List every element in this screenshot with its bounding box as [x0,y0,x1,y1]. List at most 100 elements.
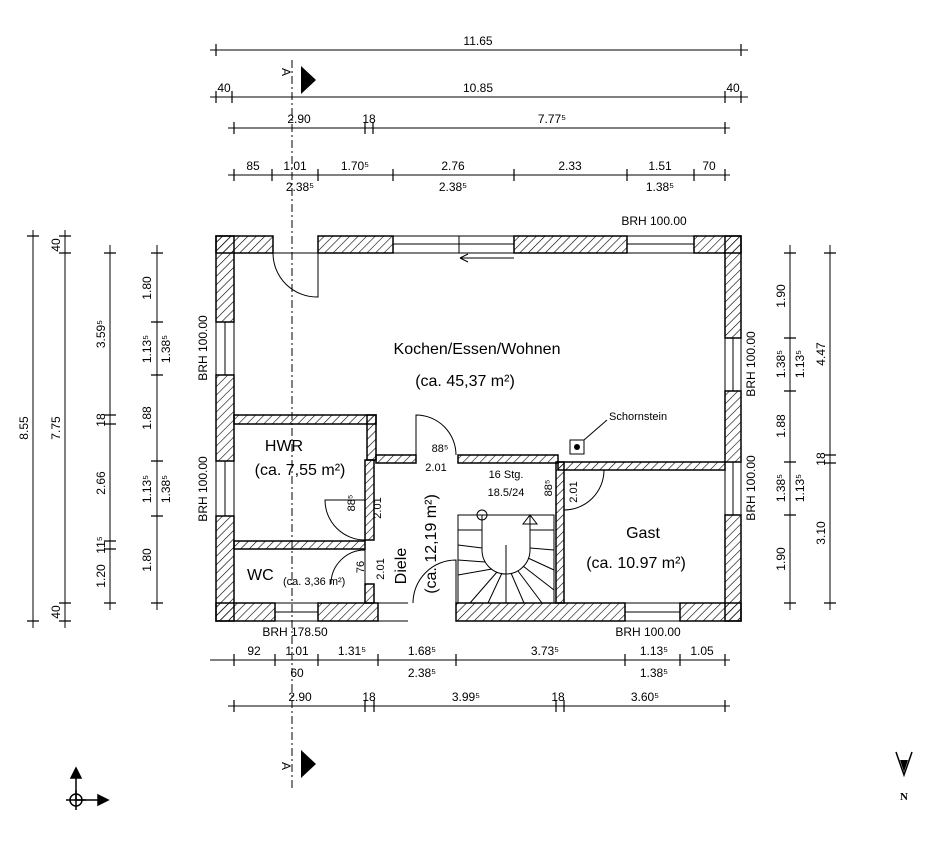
chimney-marker [569,419,608,455]
dim-left-overall: 8.55 [17,416,31,440]
brh-left-lower: BRH 100.00 [196,456,210,522]
dim-top-b: 2.76 [441,159,465,173]
dim-door: 2.01 [372,497,384,518]
dim-right-c: 4.47 [814,342,828,366]
room-hwr-name: HWR [265,438,303,455]
dim-right-a: 1.88 [774,414,788,438]
dim-bot-a: 1.31⁵ [338,644,366,658]
dim-right-a: 1.90 [774,547,788,571]
dim-left-wall-bottom: 40 [49,605,63,619]
dim-left-a: 18 [94,413,108,427]
dim-bot-a: 3.73⁵ [531,644,559,658]
dim-bot-c: 18 [551,690,565,704]
dim-left-a: 11⁵ [94,536,108,553]
dim-top-wall-left: 40 [217,81,231,95]
origin-axis-icon [66,766,110,810]
dim-door: 88⁵ [543,480,555,497]
dim-left-c: 1.38⁵ [159,475,173,503]
dim-top-b: 2.33 [558,159,582,173]
dimension-lines [27,44,836,712]
dim-bot-b: 60 [290,666,304,680]
dim-top-b: 1.70⁵ [341,159,369,173]
room-gast-name: Gast [626,525,660,542]
dim-top-b: 85 [246,159,260,173]
dim-left-b: 1.13⁵ [140,335,154,363]
dim-top-b: 1.01 [283,159,307,173]
north-label: N [900,791,908,803]
dim-top-a2: 18 [362,112,376,126]
dim-bot-a: 1.05 [690,644,714,658]
dim-bot-c: 2.90 [288,690,312,704]
dim-left-b: 1.80 [140,548,154,572]
dimension-labels: 11.65 10.85 40 40 2.90 18 7.77⁵ 85 1.01 … [17,34,828,704]
stair-steps: 16 Stg. [489,469,524,481]
room-hwr-area: (ca. 7,55 m²) [255,462,346,479]
dim-right-a: 1.38⁵ [774,474,788,502]
section-mark-top: A [279,68,293,76]
brh-top: BRH 100.00 [621,214,687,228]
room-diele-area: (ca. 12,19 m²) [423,494,440,594]
brh-left-upper: BRH 100.00 [196,315,210,381]
dim-left-b: 1.13⁵ [140,475,154,503]
door-swings [272,252,605,604]
dim-bot-b: 2.38⁵ [408,666,436,680]
dim-left-a: 3.59⁵ [94,320,108,348]
room-diele-name: Diele [393,548,410,585]
staircase [457,509,555,604]
dim-top-a3: 7.77⁵ [538,112,566,126]
dim-right-a: 1.90 [774,284,788,308]
room-wc-area: (ca. 3,36 m²) [283,576,345,588]
dim-bot-a: 1.68⁵ [408,644,436,658]
dim-left-a: 1.20 [94,564,108,588]
dim-right-c: 18 [814,452,828,466]
dim-bot-c: 3.60⁵ [631,690,659,704]
dim-bot-c: 18 [362,690,376,704]
dim-top-wall-right: 40 [726,81,740,95]
dim-left-b: 1.88 [140,406,154,430]
dim-door: 2.01 [568,481,580,502]
room-labels: Kochen/Essen/Wohnen (ca. 45,37 m²) HWR (… [247,341,686,594]
section-labels: A A [279,68,293,770]
dim-bot-c: 3.99⁵ [452,690,480,704]
dim-left-a: 2.66 [94,471,108,495]
stair-rise: 18.5/24 [488,487,525,499]
dim-right-c: 3.10 [814,521,828,545]
brh-right-upper: BRH 100.00 [744,331,758,397]
dim-top-c: 1.38⁵ [646,180,674,194]
brh-labels: BRH 100.00 BRH 178.50 BRH 100.00 BRH 100… [196,214,758,639]
chimney-label: Schornstein [609,411,667,423]
dim-top-inner: 10.85 [463,81,493,95]
dim-bot-a: 1.13⁵ [640,644,668,658]
dim-bot-a: 1.01 [285,644,309,658]
dim-top-a1: 2.90 [287,112,311,126]
dim-bot-b: 1.38⁵ [640,666,668,680]
room-gast-area: (ca. 10.97 m²) [586,555,686,572]
dim-bot-a: 92 [247,644,261,658]
brh-right-lower: BRH 100.00 [744,455,758,521]
dim-door: 88⁵ [346,495,358,512]
dim-door: 2.01 [425,462,446,474]
interior-walls [233,414,726,604]
opening-arrow [459,253,514,263]
section-mark-bottom: A [279,762,293,770]
dim-left-c: 1.38⁵ [159,335,173,363]
dim-top-b: 70 [702,159,716,173]
dim-left-b: 1.80 [140,276,154,300]
dim-top-overall: 11.65 [463,34,492,48]
north-arrow-icon: N [895,751,913,803]
windows [215,235,742,622]
dim-top-c: 2.38⁵ [439,180,467,194]
dim-door: 2.01 [375,558,387,579]
room-wc-name: WC [247,567,274,584]
dim-top-b: 1.51 [648,159,672,173]
room-kochen-area: (ca. 45,37 m²) [415,373,515,390]
brh-bottom-left: BRH 178.50 [262,625,328,639]
dim-left-wall-top: 40 [49,238,63,252]
dim-door: 76 [355,561,367,573]
room-kochen-name: Kochen/Essen/Wohnen [394,341,561,358]
dim-left-inner: 7.75 [49,416,63,440]
dim-right-b: 1.13⁵ [793,350,807,378]
dim-door: 88⁵ [432,443,449,455]
section-line [291,60,316,790]
